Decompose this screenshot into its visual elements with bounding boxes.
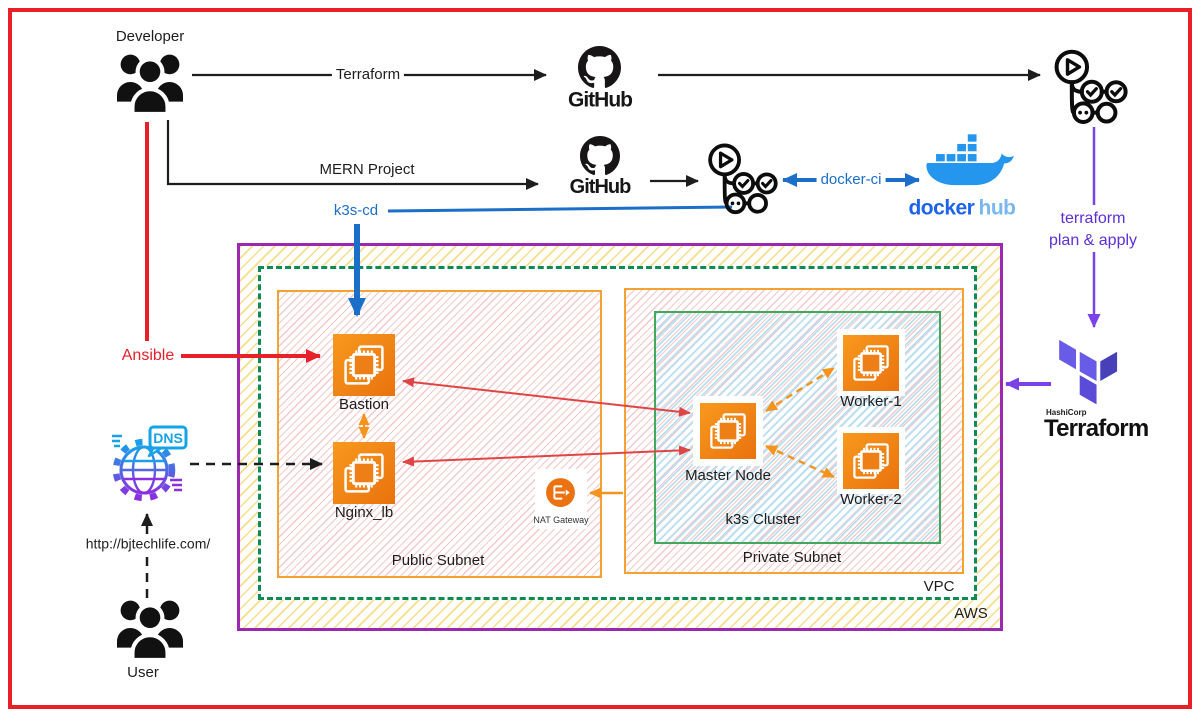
nat-gateway-icon [543,475,578,510]
github1-icon [578,46,621,89]
aws-label: AWS [954,604,988,622]
user-label: User [127,663,159,681]
github2-icon [580,136,620,176]
nat-gateway-label: NAT Gateway [533,515,589,526]
terraform-edge-label: Terraform [331,66,405,84]
public-subnet-label: Public Subnet [391,551,485,569]
github-actions-icon-ci [702,140,778,216]
nginx-lb-label: Nginx_lb [334,503,394,521]
k3s-cd-label: k3s-cd [329,202,383,220]
docker-ci-label: docker-ci [816,171,886,189]
nginx-ec2-icon [333,442,395,504]
terraform-brand-label: Terraform [1044,415,1149,442]
terraform-logo-icon [1059,338,1121,409]
worker1-ec2-icon [843,335,899,391]
k3s-cluster-label: k3s Cluster [725,510,801,528]
hashicorp-label: HashiCorp [1046,408,1087,417]
ansible-label: Ansible [117,347,179,365]
developer-label: Developer [115,27,185,45]
mern-edge-label: MERN Project [315,161,419,179]
worker1-label: Worker-1 [840,392,902,410]
master-node-label: Master Node [685,466,771,484]
bastion-label: Bastion [338,395,390,413]
vpc-label: VPC [923,577,955,595]
private-subnet-label: Private Subnet [742,548,842,566]
dns-icon [104,418,192,506]
developer-icon [112,50,188,116]
terraform-plan-label-line1: terraform [1056,210,1130,228]
public-subnet-box [277,290,602,578]
bastion-ec2-icon [333,334,395,396]
outer-red-frame [8,8,1192,709]
docker-word: docker [908,196,975,220]
dockerhub-wordmark: docker hub [908,196,1016,220]
user-icon [112,596,188,662]
github1-wordmark: GitHub [568,88,633,112]
url-label: http://bjtechlife.com/ [81,535,215,552]
worker2-ec2-icon [843,433,899,489]
master-node-ec2-icon [700,403,756,459]
github-actions-icon-top [1048,46,1128,126]
worker2-label: Worker-2 [840,490,902,508]
terraform-plan-label-line2: plan & apply [1044,232,1142,250]
github2-wordmark: GitHub [569,176,632,198]
hub-word: hub [978,196,1016,220]
docker-whale-icon [920,133,1020,193]
